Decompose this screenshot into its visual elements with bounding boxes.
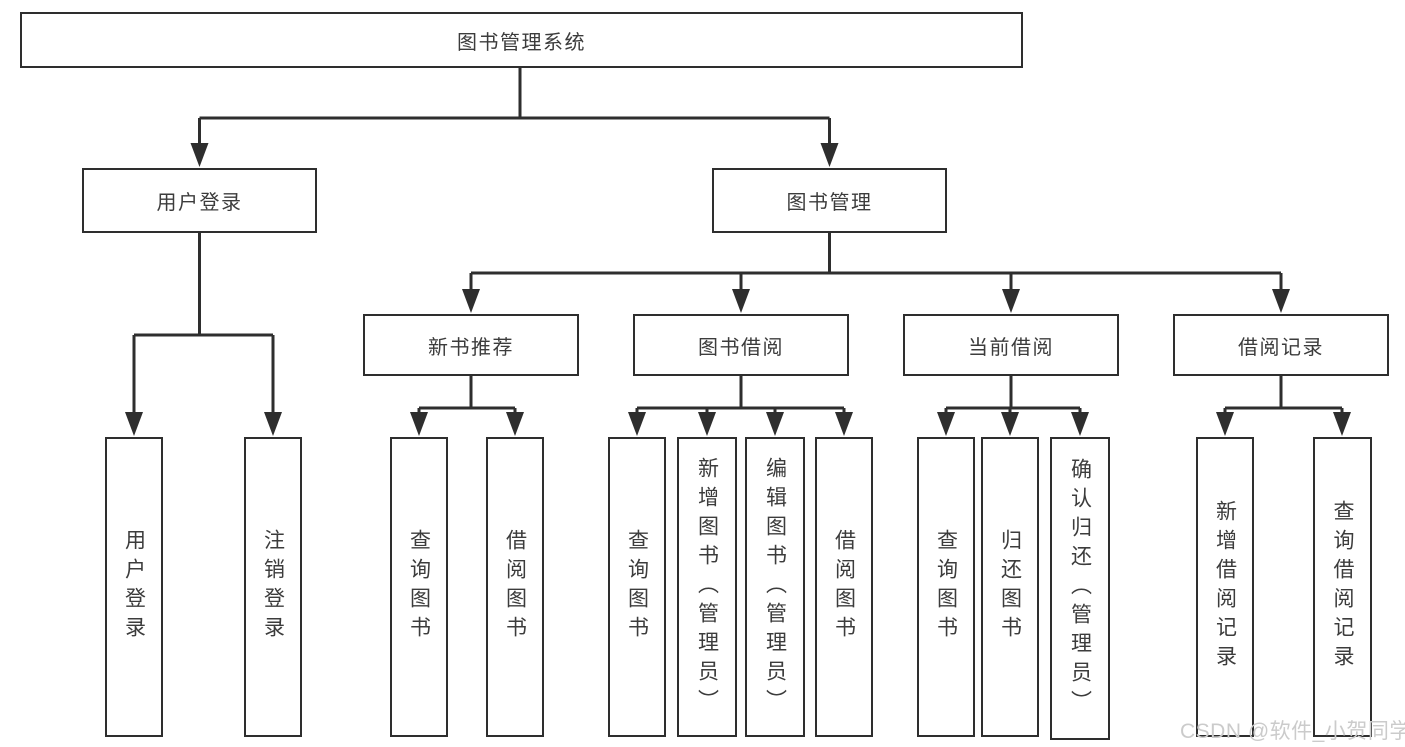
leaf-current-return-books: 归还图书: [981, 437, 1039, 737]
node-borrowing-records-label: 借阅记录: [1238, 336, 1324, 359]
csdn-watermark: CSDN @软件_小贺同学: [1180, 720, 1405, 743]
leaf-borrow-query-books-label: 查询图书: [625, 529, 649, 645]
node-library-system: 图书管理系统: [20, 12, 1023, 68]
leaf-current-confirm-return-admin-label: 确认归还（管理员）: [1068, 458, 1092, 719]
leaf-newbook-borrow-books: 借阅图书: [486, 437, 544, 737]
leaf-borrow-add-books-admin: 新增图书（管理员）: [677, 437, 737, 737]
leaf-records-query-record: 查询借阅记录: [1313, 437, 1372, 737]
node-user-login-label: 用户登录: [156, 192, 243, 214]
node-book-borrowing: 图书借阅: [633, 314, 849, 376]
leaf-borrow-edit-books-admin: 编辑图书（管理员）: [745, 437, 805, 737]
leaf-user-login: 用户登录: [105, 437, 163, 737]
node-borrowing-records: 借阅记录: [1173, 314, 1389, 376]
leaf-user-login-label: 用户登录: [122, 529, 146, 645]
leaf-current-query-books-label: 查询图书: [934, 529, 958, 645]
leaf-borrow-borrow-books-label: 借阅图书: [832, 529, 856, 645]
node-current-borrowing: 当前借阅: [903, 314, 1119, 376]
leaf-borrow-query-books: 查询图书: [608, 437, 666, 737]
arrowheads: [125, 143, 1351, 436]
node-new-book-recommend-label: 新书推荐: [428, 336, 514, 359]
node-book-borrowing-label: 图书借阅: [698, 336, 784, 359]
leaf-records-query-record-label: 查询借阅记录: [1331, 500, 1355, 674]
node-library-system-label: 图书管理系统: [457, 31, 586, 54]
leaf-newbook-query-books: 查询图书: [390, 437, 448, 737]
leaf-logout-label: 注销登录: [261, 529, 285, 645]
leaf-borrow-edit-books-admin-label: 编辑图书（管理员）: [763, 456, 787, 718]
leaf-current-confirm-return-admin: 确认归还（管理员）: [1050, 437, 1110, 740]
leaf-newbook-borrow-books-label: 借阅图书: [503, 529, 527, 645]
leaf-current-query-books: 查询图书: [917, 437, 975, 737]
leaf-records-add-record-label: 新增借阅记录: [1213, 500, 1237, 674]
leaf-records-add-record: 新增借阅记录: [1196, 437, 1254, 737]
leaf-borrow-borrow-books: 借阅图书: [815, 437, 873, 737]
leaf-borrow-add-books-admin-label: 新增图书（管理员）: [695, 456, 719, 718]
leaf-current-return-books-label: 归还图书: [998, 529, 1022, 645]
node-user-login: 用户登录: [82, 168, 317, 233]
node-new-book-recommend: 新书推荐: [363, 314, 579, 376]
leaf-newbook-query-books-label: 查询图书: [407, 529, 431, 645]
leaf-logout: 注销登录: [244, 437, 302, 737]
node-book-management-label: 图书管理: [786, 192, 873, 214]
node-current-borrowing-label: 当前借阅: [968, 336, 1054, 359]
node-book-management: 图书管理: [712, 168, 947, 233]
